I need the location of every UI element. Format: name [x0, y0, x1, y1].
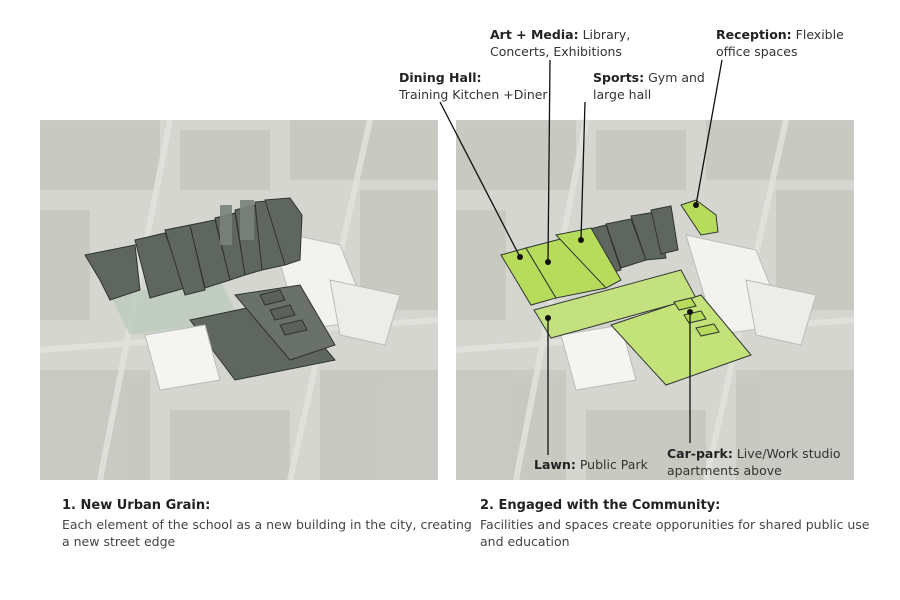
label-art-media: Art + Media: Library, Concerts, Exhibiti… — [490, 26, 630, 60]
label-dining-hall-title: Dining Hall: — [399, 70, 482, 85]
label-dining-hall-text: Training Kitchen +Diner — [399, 87, 548, 102]
label-car-park-text1: Live/Work studio — [737, 446, 841, 461]
label-art-media-title: Art + Media: — [490, 27, 579, 42]
label-art-media-text1: Library, — [583, 27, 631, 42]
label-car-park-text2: apartments above — [667, 463, 782, 478]
label-sports-text1: Gym and — [648, 70, 705, 85]
caption-left-title: 1. New Urban Grain: — [62, 498, 210, 513]
label-lawn-title: Lawn: — [534, 457, 576, 472]
label-car-park-title: Car-park: — [667, 446, 733, 461]
label-sports-title: Sports: — [593, 70, 644, 85]
label-car-park: Car-park: Live/Work studio apartments ab… — [667, 445, 841, 479]
caption-right-body: Facilities and spaces create opporunitie… — [480, 516, 890, 550]
community-diagram — [456, 120, 854, 480]
label-lawn: Lawn: Public Park — [534, 456, 648, 473]
aerial-map-left — [40, 120, 438, 480]
label-lawn-text: Public Park — [580, 457, 648, 472]
caption-right-title: 2. Engaged with the Community: — [480, 498, 720, 513]
label-reception-text2: office spaces — [716, 44, 797, 59]
aerial-map-right — [456, 120, 854, 480]
label-sports-text2: large hall — [593, 87, 651, 102]
label-reception-title: Reception: — [716, 27, 792, 42]
urban-grain-diagram — [40, 120, 438, 480]
label-reception-text1: Flexible — [796, 27, 844, 42]
caption-left-body: Each element of the school as a new buil… — [62, 516, 472, 550]
label-dining-hall: Dining Hall: Training Kitchen +Diner — [399, 69, 548, 103]
label-reception: Reception: Flexible office spaces — [716, 26, 844, 60]
label-art-media-text2: Concerts, Exhibitions — [490, 44, 622, 59]
label-sports: Sports: Gym and large hall — [593, 69, 705, 103]
